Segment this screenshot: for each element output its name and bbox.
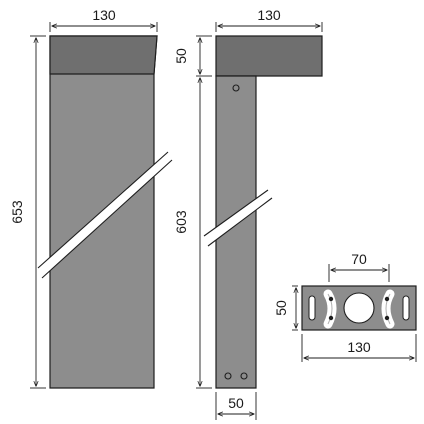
base-slot-left [308, 295, 316, 321]
side-bottom-hole-right [240, 372, 248, 380]
base-center-hole [343, 292, 375, 324]
front-break-mark [37, 151, 173, 279]
side-body-height-label: 603 [173, 210, 189, 234]
base-screw-4 [384, 315, 390, 321]
front-height-label: 653 [9, 200, 25, 224]
side-view-head [215, 35, 323, 77]
side-view: 130 50 603 50 [173, 7, 323, 420]
side-width-label: 130 [257, 7, 281, 23]
base-screw-3 [384, 296, 390, 302]
base-screw-2 [328, 315, 334, 321]
front-view: 130 653 [9, 7, 173, 389]
side-head-height-label: 50 [173, 48, 189, 64]
side-top-hole [232, 84, 240, 92]
base-plate-view: 70 50 130 [273, 251, 417, 362]
front-view-head [49, 35, 158, 75]
side-break-mark [203, 189, 273, 247]
base-curved-slot-right [381, 289, 395, 329]
base-curved-slot-left [323, 289, 337, 329]
base-height-label: 50 [273, 300, 289, 316]
side-depth-label: 50 [228, 395, 244, 411]
base-width-label: 130 [347, 339, 371, 355]
base-hole-spacing-label: 70 [351, 251, 367, 267]
base-screw-1 [328, 296, 334, 302]
side-bottom-hole-left [224, 372, 232, 380]
base-slot-right [402, 295, 410, 321]
front-width-label: 130 [92, 7, 116, 23]
